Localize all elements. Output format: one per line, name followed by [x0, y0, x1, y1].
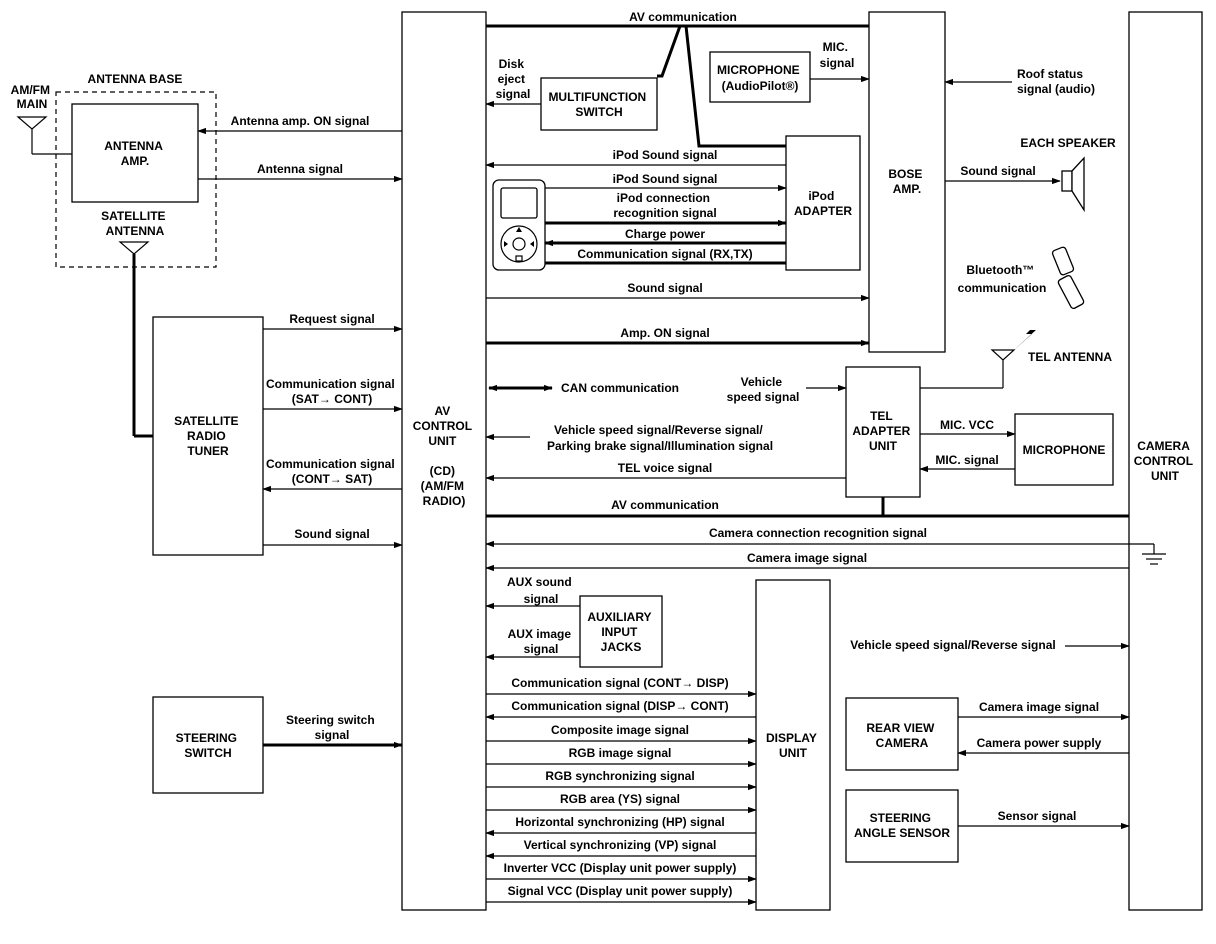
mobile-phone-icon	[1051, 246, 1085, 310]
vert-sync-label: Vertical synchronizing (VP) signal	[524, 838, 717, 852]
vehicle-speed-reverse-label: Vehicle speed signal/Reverse signal/ Par…	[547, 423, 773, 453]
multifunction-switch-box	[540, 77, 658, 131]
antenna-amp-on-label: Antenna amp. ON signal	[231, 114, 370, 128]
display-unit-box	[755, 579, 831, 911]
antenna-base-label: ANTENNA BASE	[88, 72, 183, 86]
tel-adapter-unit-label: TEL ADAPTER UNIT	[852, 409, 913, 453]
sound-signal-tuner-label: Sound signal	[294, 527, 369, 541]
camera-control-unit-box	[1128, 11, 1203, 911]
comm-cont-sat-label: Communication signal (CONT→ SAT)	[266, 457, 398, 486]
microphone-box	[1014, 413, 1114, 486]
steering-angle-sensor-label: STEERING ANGLE SENSOR	[854, 811, 950, 840]
charge-power-label: Charge power	[625, 227, 705, 241]
rgb-area-label: RGB area (YS) signal	[560, 792, 680, 806]
tel-antenna-icon	[920, 349, 1016, 389]
each-speaker-label: EACH SPEAKER	[1020, 136, 1116, 150]
tel-adapter-unit-box	[845, 366, 921, 498]
am-fm-antenna-icon	[16, 116, 72, 155]
comm-sat-cont-label: Communication signal (SAT→ CONT)	[266, 377, 398, 406]
can-comm-label: CAN communication	[561, 381, 679, 395]
horiz-sync-label: Horizontal synchronizing (HP) signal	[515, 815, 724, 829]
display-unit-label: DISPLAY UNIT	[766, 731, 820, 760]
satellite-antenna-label: SATELLITE ANTENNA	[101, 209, 169, 238]
steering-switch-label: STEERING SWITCH	[176, 731, 241, 760]
satellite-radio-tuner-box	[152, 316, 264, 556]
amp-on-label: Amp. ON signal	[620, 326, 709, 340]
aux-image-label: AUX image signal	[508, 627, 575, 656]
request-signal-label: Request signal	[289, 312, 374, 326]
av-comm-mid-label: AV communication	[611, 498, 719, 512]
antenna-amp-label: ANTENNA AMP.	[104, 139, 166, 168]
camera-control-unit-label: CAMERA CONTROL UNIT	[1134, 439, 1196, 483]
bose-amp-label: BOSE AMP.	[888, 167, 925, 196]
mic-signal-label: MIC. signal	[935, 453, 998, 467]
sensor-signal-label: Sensor signal	[998, 809, 1077, 823]
rgb-sync-label: RGB synchronizing signal	[545, 769, 694, 783]
sound-signal-speaker-label: Sound signal	[960, 164, 1035, 178]
multifunction-switch-label: MULTIFUNCTION SWITCH	[548, 90, 649, 119]
av-control-unit-label: AV CONTROL UNIT (CD) (AM/FM RADIO)	[413, 404, 475, 508]
speaker-icon	[1061, 156, 1085, 213]
camera-power-label: Camera power supply	[977, 736, 1102, 750]
camera-conn-label: Camera connection recognition signal	[709, 526, 927, 540]
wireless-signal-icon	[1014, 316, 1044, 350]
bose-amp-box	[868, 11, 946, 353]
composite-image-label: Composite image signal	[551, 723, 689, 737]
vehicle-speed-tel-label: Vehicle speed signal	[727, 375, 800, 404]
steering-switch-signal-label: Steering switch signal	[286, 713, 378, 742]
comm-rx-tx-label: Communication signal (RX,TX)	[577, 247, 752, 261]
auxiliary-input-jacks-box	[579, 595, 663, 668]
comm-cont-disp-label: Communication signal (CONT→ DISP)	[511, 676, 728, 690]
steering-switch-box	[152, 696, 264, 794]
tel-voice-label: TEL voice signal	[618, 461, 712, 475]
av-comm-top-label: AV communication	[629, 10, 737, 24]
ground-icon	[1129, 543, 1166, 565]
steering-angle-sensor-box	[845, 789, 959, 863]
av-control-unit-box	[401, 11, 487, 911]
ipod-sound-2-label: iPod Sound signal	[613, 172, 718, 186]
rear-view-camera-label: REAR VIEW CAMERA	[866, 721, 937, 750]
ipod-sound-1-label: iPod Sound signal	[613, 148, 718, 162]
mic-signal-top-label: MIC. signal	[820, 40, 855, 70]
microphone-audiopilot-box	[709, 51, 811, 103]
camera-image-2-label: Camera image signal	[979, 700, 1099, 714]
microphone-label: MICROPHONE	[1023, 443, 1106, 457]
disk-eject-label: Disk eject signal	[496, 57, 531, 101]
mic-vcc-label: MIC. VCC	[940, 418, 994, 432]
rgb-image-label: RGB image signal	[569, 746, 672, 760]
ipod-connection-label: iPod connection recognition signal	[613, 191, 716, 220]
ipod-adapter-box	[785, 135, 861, 271]
am-fm-main-label: AM/FM MAIN	[11, 83, 54, 111]
ipod-adapter-label: iPod ADAPTER	[794, 189, 852, 218]
inverter-vcc-label: Inverter VCC (Display unit power supply)	[504, 861, 737, 875]
auxiliary-input-jacks-label: AUXILIARY INPUT JACKS	[587, 610, 654, 654]
vehicle-speed-reverse-cam-label: Vehicle speed signal/Reverse signal	[850, 638, 1055, 652]
camera-image-1-label: Camera image signal	[747, 551, 867, 565]
antenna-amp-box	[71, 103, 199, 203]
satellite-radio-tuner-label: SATELLITE RADIO TUNER	[174, 414, 242, 458]
ipod-device-icon	[492, 179, 546, 271]
sound-signal-bose-label: Sound signal	[627, 281, 702, 295]
bluetooth-label: Bluetooth™ communication	[958, 263, 1047, 295]
comm-disp-cont-label: Communication signal (DISP→ CONT)	[511, 699, 728, 713]
antenna-signal-label: Antenna signal	[257, 162, 343, 176]
av-comm-branch-multifunction	[657, 25, 682, 78]
aux-sound-label: AUX sound signal	[507, 575, 575, 606]
rear-view-camera-box	[845, 697, 959, 771]
av-comm-branch-ipod	[684, 25, 786, 148]
tel-antenna-label: TEL ANTENNA	[1028, 350, 1112, 364]
roof-status-label: Roof status signal (audio)	[1017, 67, 1095, 96]
microphone-audiopilot-label: MICROPHONE (AudioPilot®)	[717, 63, 803, 93]
signal-vcc-label: Signal VCC (Display unit power supply)	[508, 884, 733, 898]
satellite-antenna-icon	[118, 241, 153, 438]
